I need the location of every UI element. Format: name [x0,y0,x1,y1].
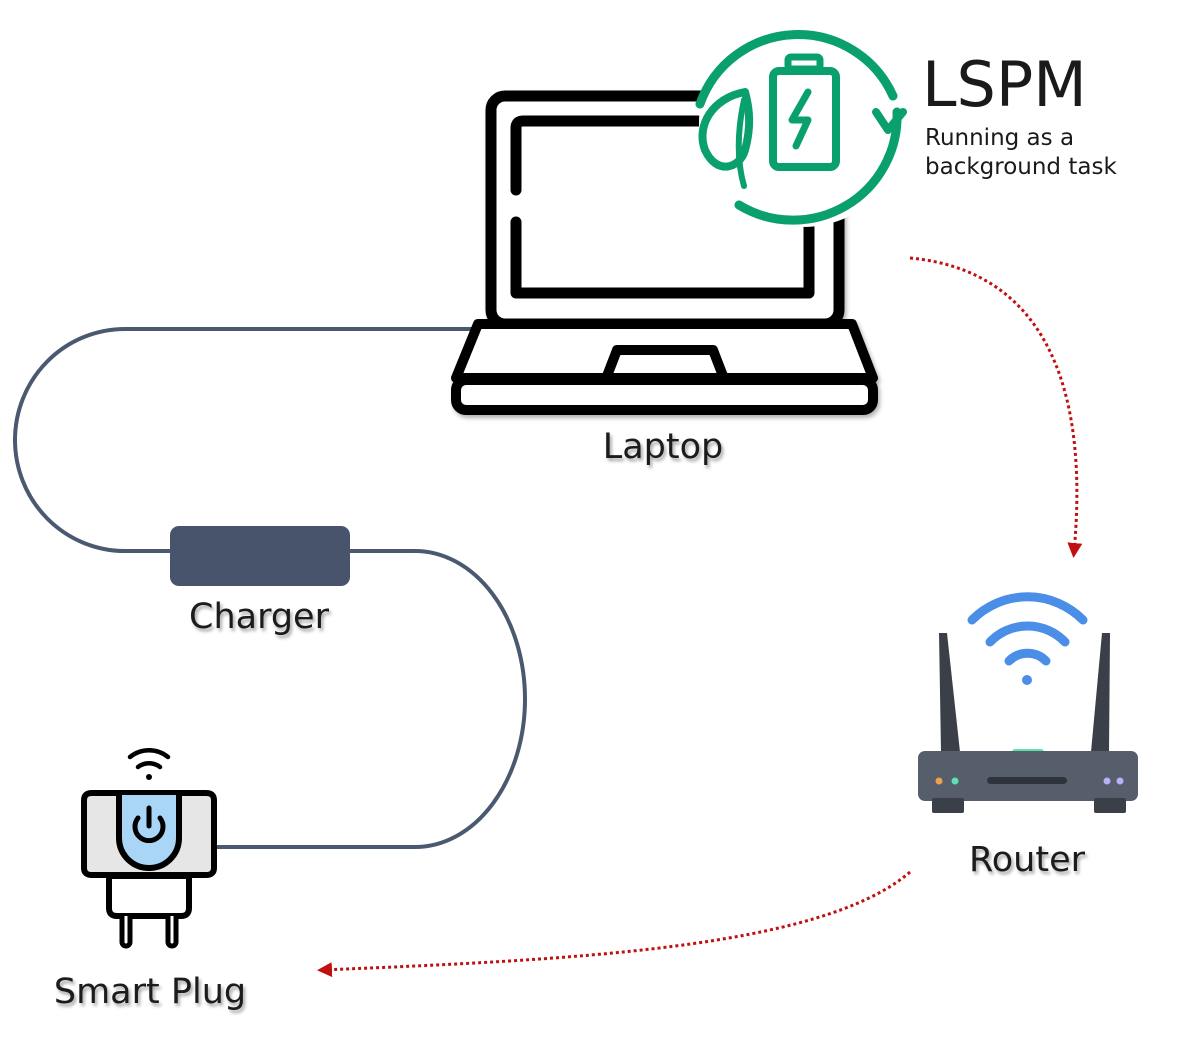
router-label: Router [969,840,1086,880]
lspm-status-line-2: background task [925,154,1117,180]
lspm-logo-icon [695,19,907,227]
charger-block [170,526,350,586]
router-wifi-icon [967,592,1088,685]
laptop-label: Laptop [603,427,724,467]
cable-charger-to-plug [215,549,527,849]
smart-plug-label: Smart Plug [54,972,246,1012]
plug-wifi-icon [127,747,171,780]
lspm-status-line-1: Running as a [925,125,1074,151]
router-icon [918,592,1138,813]
cable-laptop-to-charger [13,327,478,553]
charger-label: Charger [189,597,330,637]
lspm-title: LSPM [922,48,1087,121]
arrow-router-to-plug [317,870,911,978]
leaf-icon [698,88,754,189]
battery-charging-icon [769,53,840,171]
smart-plug-icon [81,747,217,949]
arrow-laptop-to-router [909,256,1083,558]
